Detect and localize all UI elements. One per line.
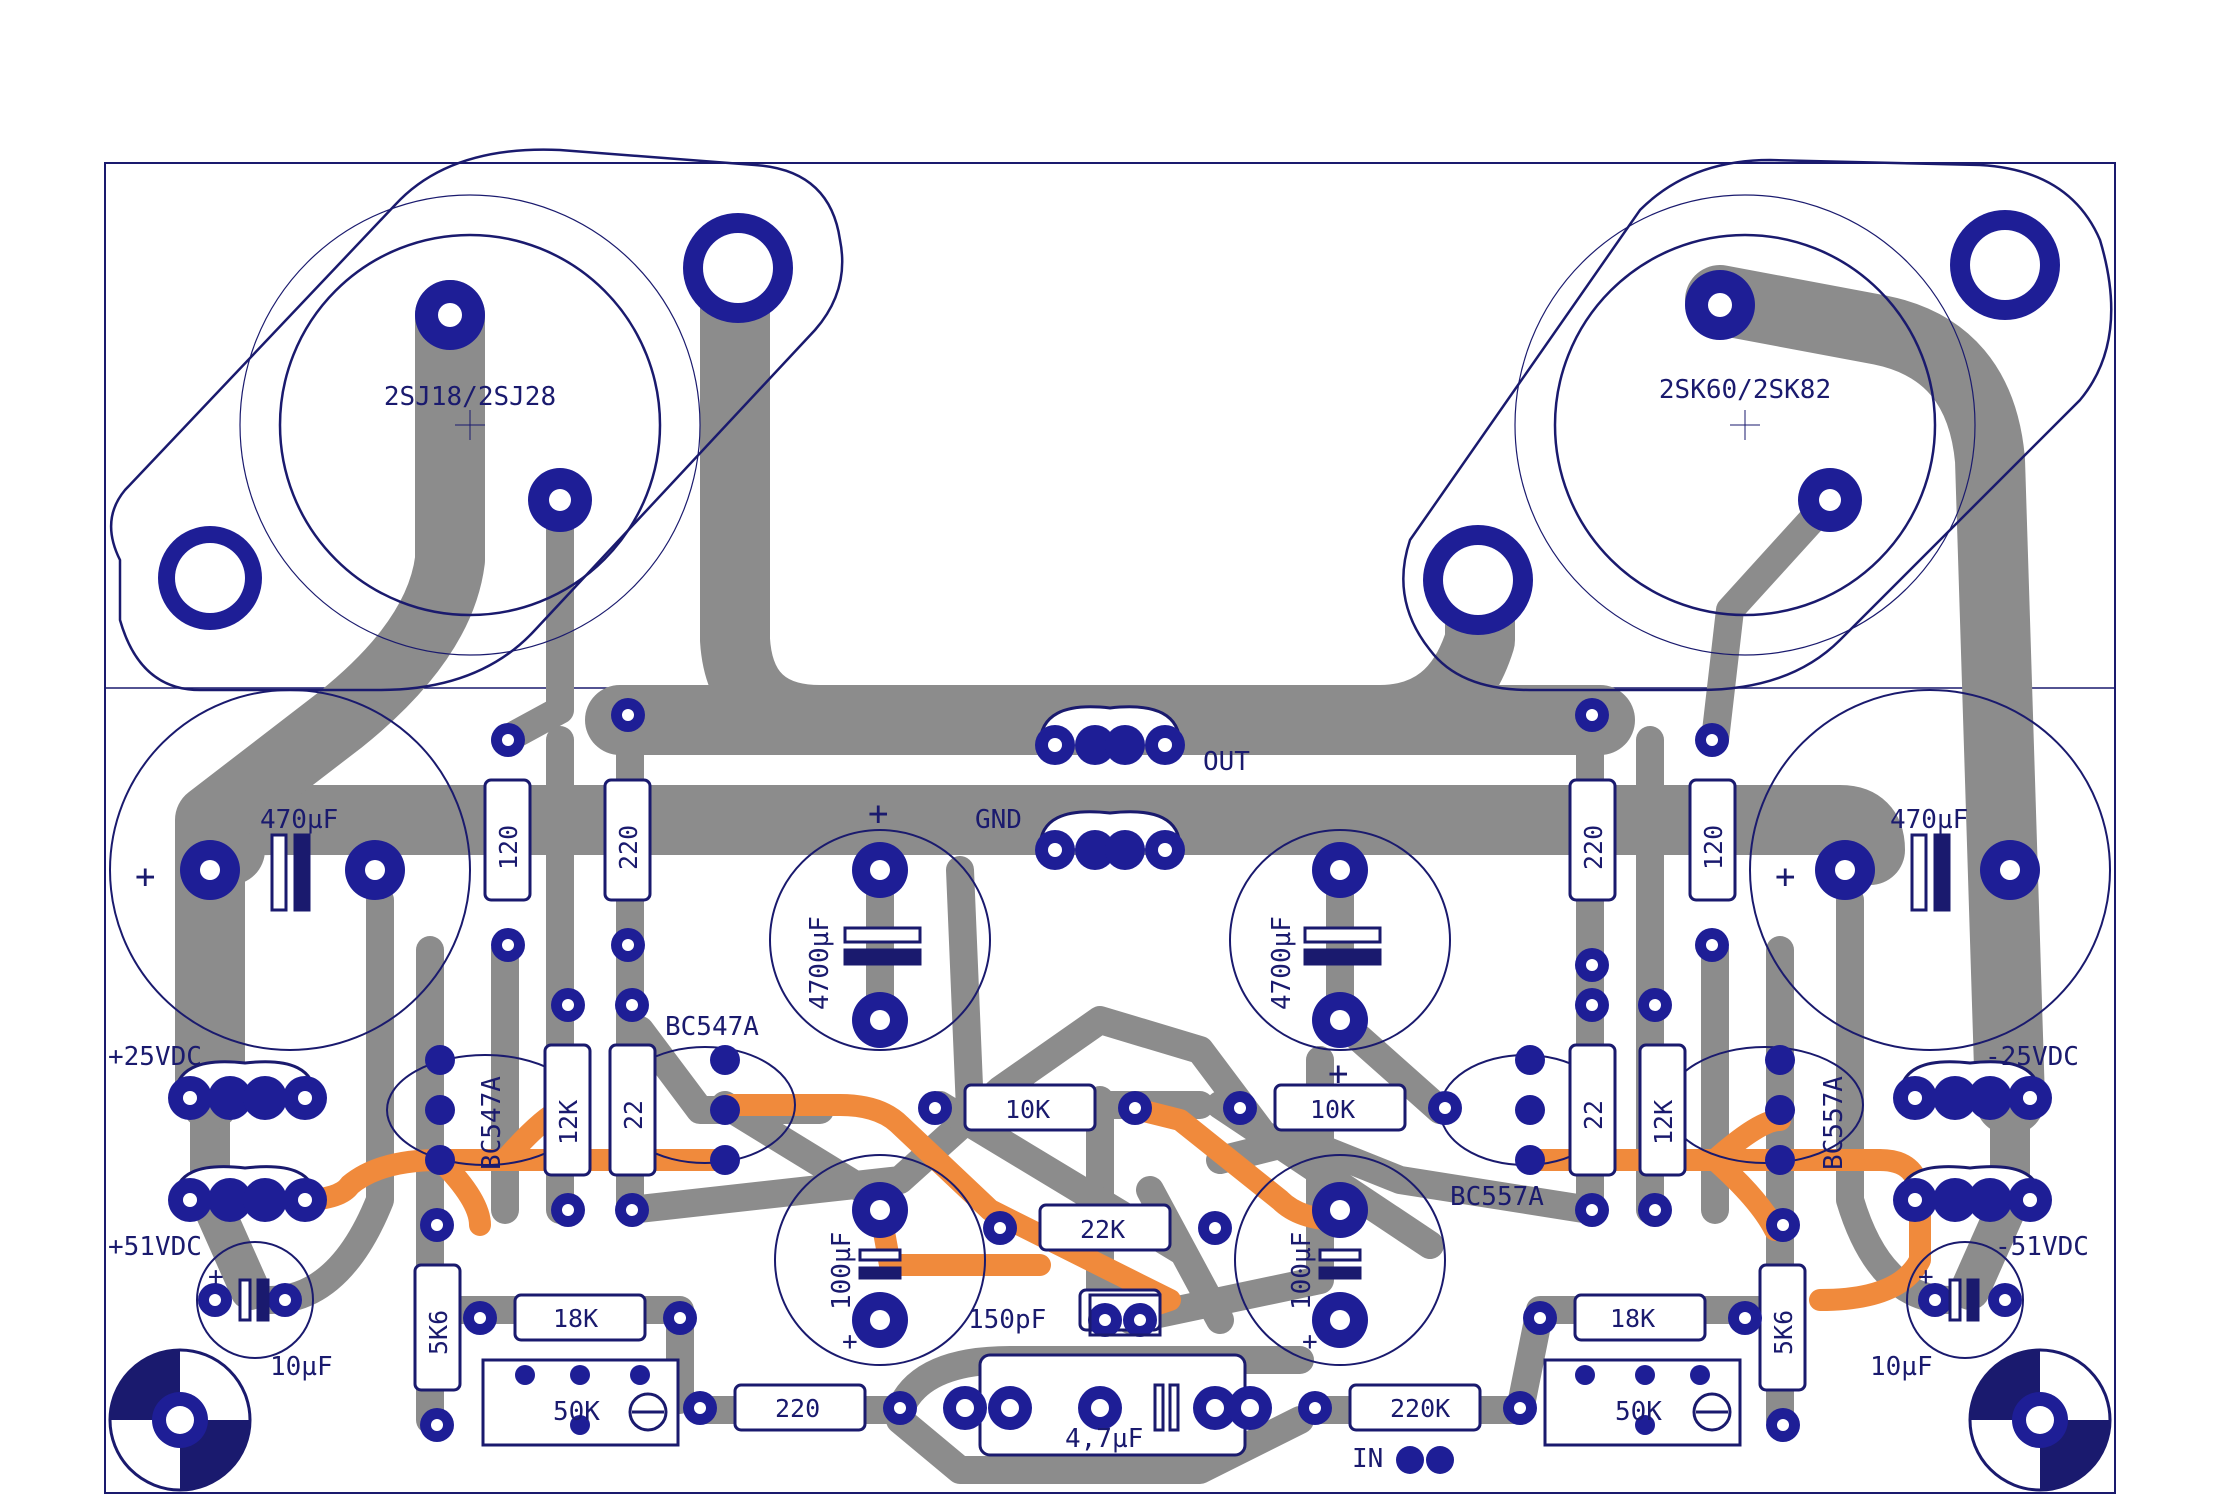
label-r10k-left: 10K	[1005, 1095, 1050, 1124]
label-r22-left: 22	[619, 1100, 648, 1130]
label-r220-right: 220	[1579, 825, 1608, 870]
label-r22-right: 22	[1579, 1100, 1608, 1130]
label-neg51: -51VDC	[1995, 1232, 2089, 1262]
label-r18k-right: 18K	[1610, 1304, 1655, 1333]
label-2sk60: 2SK60/2SK82	[1659, 375, 1831, 405]
plus-100-left: +	[842, 1327, 858, 1357]
label-r120-right: 120	[1699, 825, 1728, 870]
label-out: OUT	[1203, 747, 1250, 777]
label-4700uf-right: 4700µF	[1267, 916, 1297, 1010]
label-r18k-left: 18K	[553, 1304, 598, 1333]
label-r5k6-right: 5K6	[1769, 1310, 1798, 1355]
plus-470-left: +	[135, 857, 155, 897]
plus-4700-right: +	[1328, 1054, 1348, 1094]
label-10uf-right: 10µF	[1870, 1352, 1933, 1382]
to3-outline-left	[109, 148, 844, 692]
label-bc557a-2: BC557A	[1819, 1076, 1849, 1170]
plus-100-right: +	[1302, 1327, 1318, 1357]
label-470uf-left: 470µF	[260, 805, 338, 835]
board-outline	[104, 162, 2116, 1494]
label-r220-bottom: 220	[775, 1394, 820, 1423]
to3-outline-right	[1402, 158, 2113, 692]
label-bc547a-2: BC547A	[665, 1012, 759, 1042]
label-r22k: 22K	[1080, 1215, 1125, 1244]
plus-470-right: +	[1775, 857, 1795, 897]
label-150pf: 150pF	[968, 1305, 1046, 1335]
plus-10-right: +	[1918, 1262, 1934, 1292]
mounting-target-right	[1968, 1348, 2112, 1492]
label-r12k-left: 12K	[554, 1100, 583, 1145]
label-gnd: GND	[975, 805, 1022, 835]
label-r120-left: 120	[494, 825, 523, 870]
label-470uf-right: 470µF	[1890, 805, 1968, 835]
label-100uf-right: 100µF	[1287, 1232, 1317, 1310]
label-4u7: 4,7µF	[1065, 1424, 1143, 1454]
pads	[158, 210, 2060, 1474]
label-100uf-left: 100µF	[827, 1232, 857, 1310]
label-in: IN	[1352, 1444, 1383, 1474]
label-trimmer-left: 50K	[553, 1397, 600, 1427]
label-2sj18: 2SJ18/2SJ28	[384, 382, 556, 412]
label-r10k-right: 10K	[1310, 1095, 1355, 1124]
label-bc557a-1: BC557A	[1450, 1182, 1544, 1212]
label-pos25: +25VDC	[108, 1042, 202, 1072]
label-r220-left: 220	[614, 825, 643, 870]
label-bc547a-1: BC547A	[477, 1076, 507, 1170]
capacitor-outlines	[109, 689, 2111, 1366]
label-r220k: 220K	[1390, 1394, 1450, 1423]
label-10uf-left: 10µF	[270, 1352, 333, 1382]
wire-jumpers	[289, 1094, 1931, 1321]
label-trimmer-right: 50K	[1615, 1397, 1662, 1427]
capacitor-symbols	[238, 833, 1980, 1432]
label-r12k-right: 12K	[1649, 1100, 1678, 1145]
label-pos51: +51VDC	[108, 1232, 202, 1262]
plus-4700-left: +	[868, 794, 888, 834]
label-neg25: -25VDC	[1985, 1042, 2079, 1072]
silkscreen-labels: OUT GND +25VDC +51VDC -25VDC -51VDC IN 4…	[108, 747, 2089, 1474]
label-r5k6-left: 5K6	[424, 1310, 453, 1355]
component-bodies	[413, 778, 1807, 1432]
mounting-target-left	[108, 1348, 252, 1492]
label-4700uf-left: 4700µF	[805, 916, 835, 1010]
plus-10-left: +	[208, 1262, 224, 1292]
trimmer-wipers	[628, 1392, 1732, 1432]
